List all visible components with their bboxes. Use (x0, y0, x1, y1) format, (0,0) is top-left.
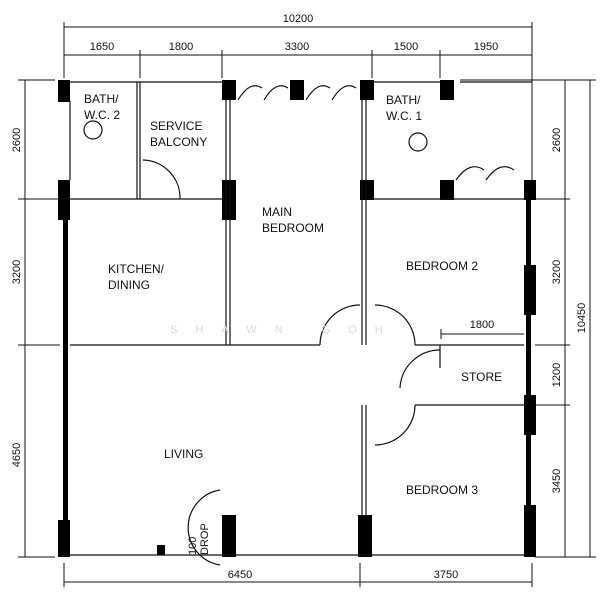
dim-bottom: 6450 (228, 569, 252, 581)
dimension-lines (18, 22, 596, 587)
partitions (69, 81, 532, 566)
walls (58, 80, 536, 557)
dim-right-total: 10450 (576, 303, 588, 334)
room-bath2-label: W.C. 2 (84, 108, 120, 122)
dim-right: 3450 (551, 469, 563, 493)
dim-top: 1500 (394, 41, 418, 53)
dim-top: 1650 (90, 41, 114, 53)
room-bath2-label: BATH/ (84, 92, 119, 106)
dim-top: 3300 (285, 41, 309, 53)
drop-label: DROP (199, 523, 211, 555)
room-living-label: LIVING (164, 447, 203, 461)
dim-left: 4650 (11, 443, 23, 467)
room-main-bedroom-label: BEDROOM (262, 221, 324, 235)
room-bath1-label: BATH/ (386, 93, 421, 107)
dim-left: 2600 (11, 128, 23, 152)
dim-top-total: 10200 (283, 13, 314, 25)
dim-inner: 1800 (470, 319, 494, 331)
room-bath1-label: W.C. 1 (386, 109, 422, 123)
toilet-icon (83, 120, 103, 140)
dim-top: 1800 (169, 41, 193, 53)
room-bedroom2-label: BEDROOM 2 (406, 259, 478, 273)
room-kitchen-label: KITCHEN/ (108, 262, 165, 276)
dim-right: 1200 (551, 363, 563, 387)
dim-right: 2600 (551, 128, 563, 152)
room-bedroom3-label: BEDROOM 3 (406, 483, 478, 497)
dim-bottom: 3750 (434, 569, 458, 581)
room-kitchen-label: DINING (108, 278, 150, 292)
toilet-icon (408, 132, 428, 152)
room-labels: BATH/ W.C. 2 SERVICE BALCONY MAIN BEDROO… (84, 92, 502, 497)
room-store-label: STORE (461, 370, 502, 384)
room-service-balcony-label: BALCONY (150, 135, 207, 149)
room-service-balcony-label: SERVICE (150, 119, 202, 133)
watermark: SHAWN GOH (170, 324, 401, 336)
dim-left: 3200 (11, 260, 23, 284)
dim-top: 1950 (474, 41, 498, 53)
dimension-labels: 10200 1650 1800 3300 1500 1950 2600 3200… (11, 13, 588, 581)
drop-label: 100 (187, 537, 199, 555)
dim-right: 3200 (551, 260, 563, 284)
room-main-bedroom-label: MAIN (262, 205, 292, 219)
